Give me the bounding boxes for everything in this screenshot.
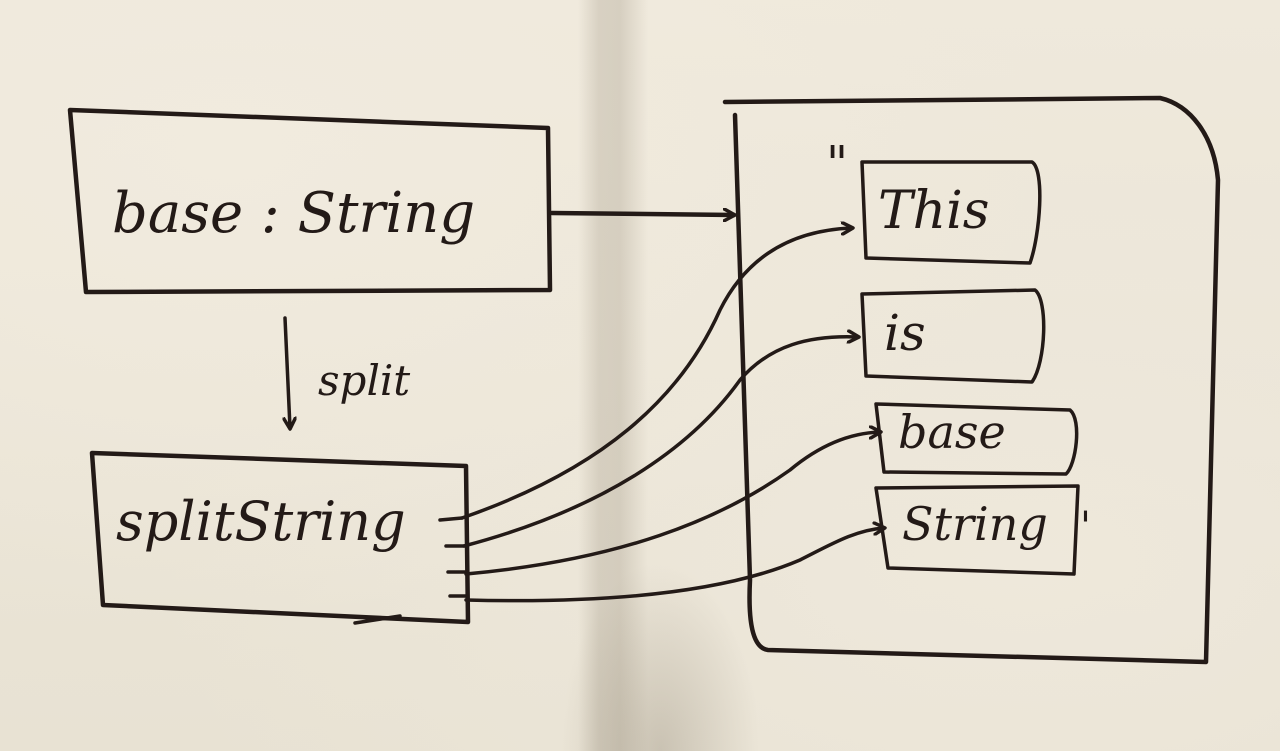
base-to-array-arrow: [549, 213, 734, 215]
array-item-label: is: [884, 304, 926, 362]
split-string-ports: [353, 516, 468, 625]
array-container-box: [722, 95, 1221, 665]
array-container: " ' This is base String: [722, 95, 1221, 665]
split-arrow: [285, 316, 290, 428]
split-edge: split: [285, 316, 410, 428]
reference-arrow: [462, 337, 858, 548]
array-item: This: [860, 160, 1042, 265]
array-close-quote: ': [1080, 504, 1091, 550]
split-edge-label: split: [318, 356, 410, 405]
reference-arrow: [464, 432, 880, 576]
base-node: base : String: [67, 107, 553, 295]
split-string-node-label: splitString: [116, 490, 406, 553]
split-string-node-box: [89, 450, 471, 625]
array-item-label: base: [898, 405, 1006, 459]
array-item-label: String: [902, 497, 1048, 551]
split-string-node: splitString: [89, 450, 471, 625]
reference-arrow: [464, 528, 884, 603]
array-item-box: [874, 484, 1080, 576]
array-open-quote: ": [826, 136, 848, 192]
array-item: String: [874, 484, 1080, 576]
paper-fold-shadow: [578, 0, 648, 751]
array-item-box: [860, 160, 1042, 265]
base-node-box: [67, 107, 553, 295]
array-item-box: [860, 288, 1046, 384]
array-item: is: [860, 288, 1046, 384]
array-item-label: This: [878, 181, 990, 241]
reference-arrow: [460, 228, 852, 520]
array-item: base: [874, 402, 1079, 476]
base-node-label: base : String: [112, 181, 475, 246]
array-item-box: [874, 402, 1079, 476]
